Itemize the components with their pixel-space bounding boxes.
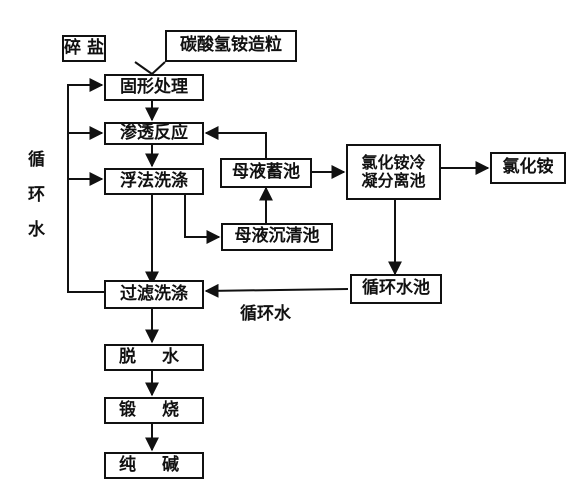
filter-wash-box: 过滤洗涤 xyxy=(104,280,204,309)
flotation-wash-label: 浮法洗涤 xyxy=(120,170,188,191)
permeation-reaction-label: 渗透反应 xyxy=(120,122,188,143)
ammonium-bicarbonate-box: 碳酸氢铵造粒 xyxy=(165,30,297,62)
mother-liquor-settling-label: 母液沉清池 xyxy=(234,226,320,247)
ammonium-chloride-separation-line2: 凝分离池 xyxy=(361,171,426,190)
calcine-label: 锻 烧 xyxy=(119,399,189,420)
solid-treatment-label: 固形处理 xyxy=(120,76,188,97)
ammonium-chloride-separation-box: 氯化铵冷 凝分离池 xyxy=(346,144,441,200)
circulating-water-pool-label: 循环水池 xyxy=(362,278,430,299)
circulating-water-bottom-label: 循环水 xyxy=(240,304,291,324)
circulating-water-pool-box: 循环水池 xyxy=(350,274,442,304)
solid-treatment-box: 固形处理 xyxy=(104,74,204,101)
flotation-wash-box: 浮法洗涤 xyxy=(104,168,204,195)
filter-wash-label: 过滤洗涤 xyxy=(120,283,188,304)
crushed-salt-label: 碎 盐 xyxy=(64,37,104,58)
dewater-box: 脱 水 xyxy=(104,344,204,371)
permeation-reaction-box: 渗透反应 xyxy=(104,122,204,145)
ammonium-chloride-product-box: 氯化铵 xyxy=(490,152,566,184)
crushed-salt-box: 碎 盐 xyxy=(62,35,106,62)
soda-ash-box: 纯 碱 xyxy=(104,452,204,479)
soda-ash-label: 纯 碱 xyxy=(119,454,189,475)
dewater-label: 脱 水 xyxy=(119,346,189,367)
mother-liquor-settling-box: 母液沉清池 xyxy=(221,223,333,251)
ammonium-bicarbonate-label: 碳酸氢铵造粒 xyxy=(180,35,282,56)
calcine-box: 锻 烧 xyxy=(104,397,204,424)
mother-liquor-storage-box: 母液蓄池 xyxy=(220,158,312,188)
ammonium-chloride-separation-line1: 氯化铵冷 xyxy=(361,152,426,172)
circulating-water-left-label: 循环水 xyxy=(24,150,44,255)
mother-liquor-storage-label: 母液蓄池 xyxy=(232,162,300,183)
ammonium-chloride-product-label: 氯化铵 xyxy=(502,157,554,178)
